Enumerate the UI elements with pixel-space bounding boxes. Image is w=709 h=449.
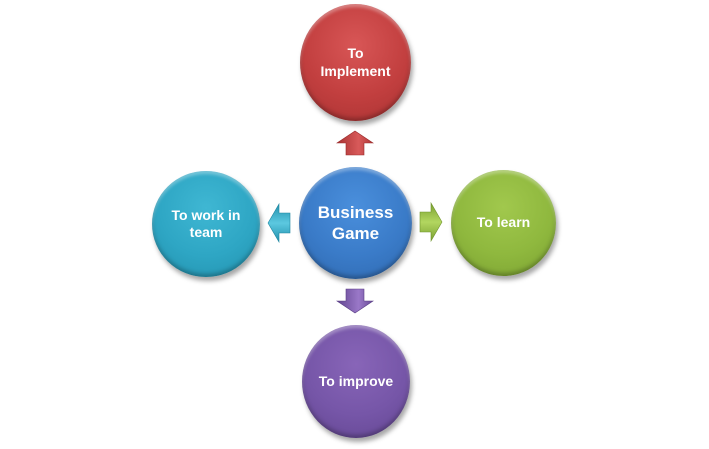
node-label: Implement [320, 62, 391, 79]
node-label: To [347, 45, 364, 61]
node-label: Business [317, 202, 394, 222]
arrow-down-icon [336, 288, 374, 314]
node-to-learn: To learn [451, 170, 556, 276]
arrow-left-icon [267, 203, 291, 243]
node-label: team [189, 224, 223, 240]
node-business-game: Business Game [299, 167, 412, 279]
arrow-up-icon [336, 130, 374, 156]
node-label: To work in [171, 206, 241, 223]
node-to-work-in-team: To work in team [152, 171, 260, 277]
node-label: Game [331, 224, 380, 243]
node-label: To improve [318, 372, 394, 389]
node-to-implement: To Implement [300, 4, 411, 121]
node-to-improve: To improve [302, 325, 410, 438]
arrow-right-icon [419, 202, 443, 242]
node-label: To learn [476, 214, 531, 231]
